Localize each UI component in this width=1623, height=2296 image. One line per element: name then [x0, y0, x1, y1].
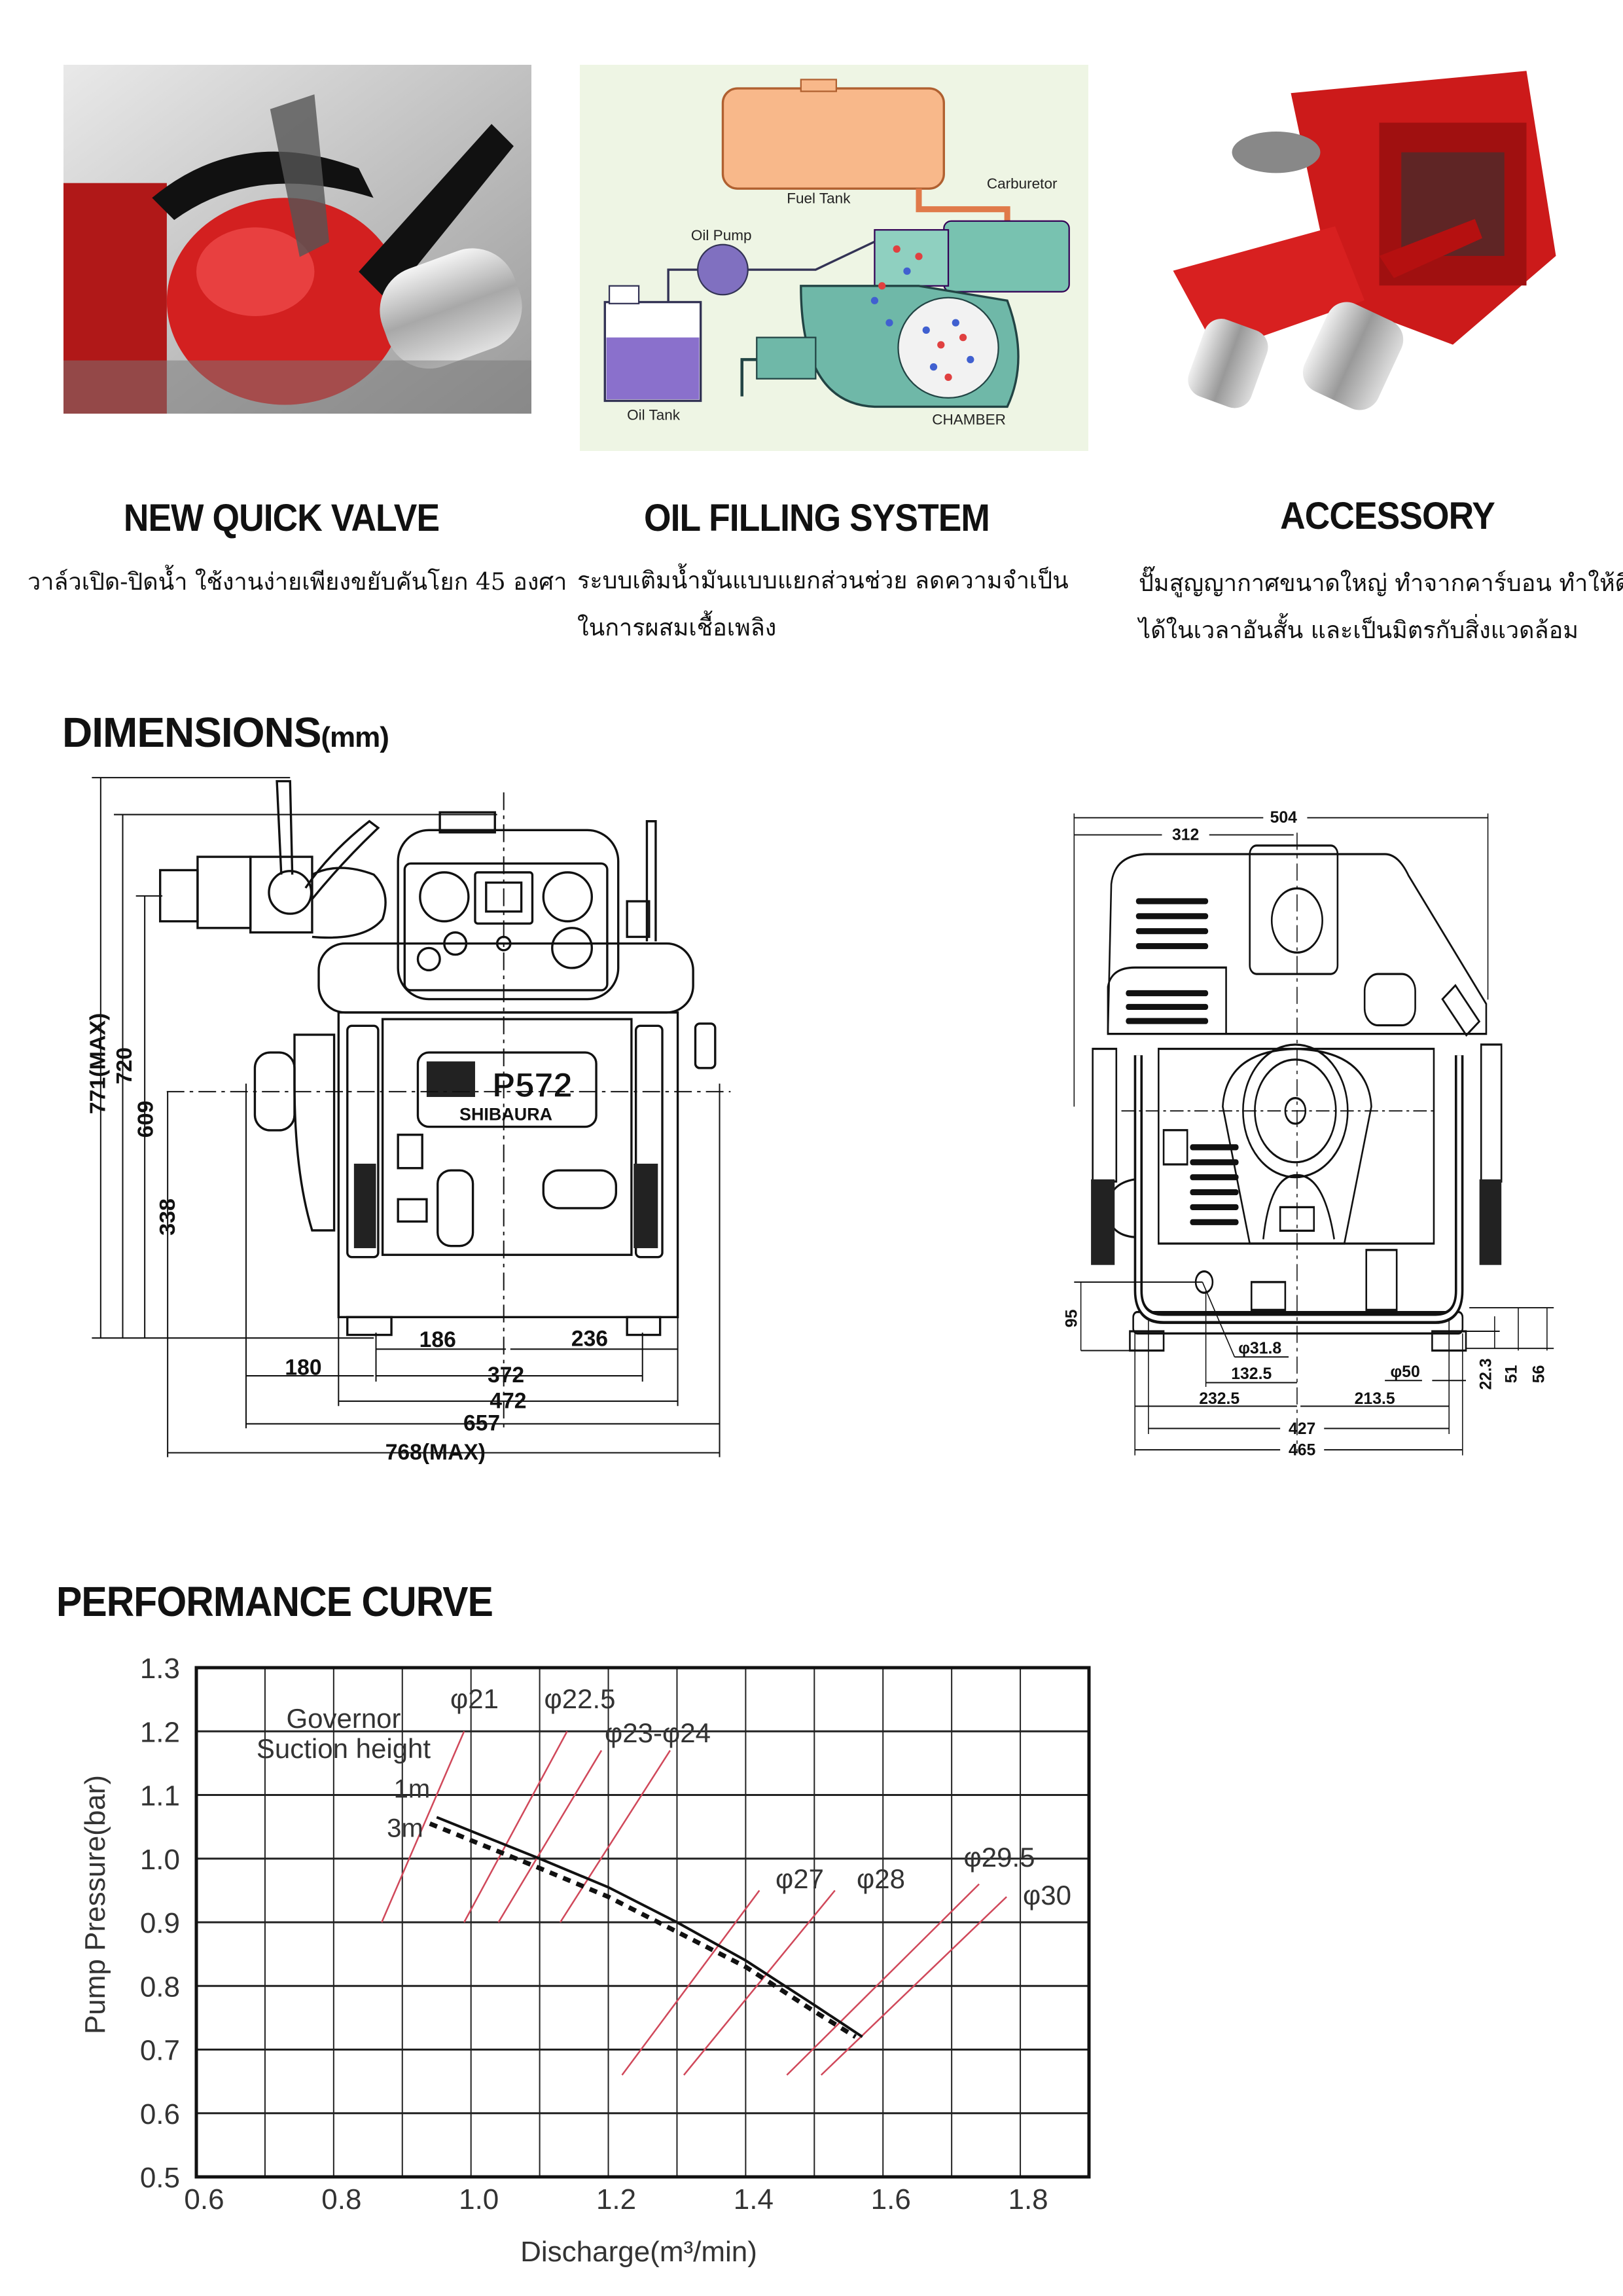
feature-desc-accessory: ปั๊มสูญญากาศขนาดใหญ่ ทำจากคาร์บอน ทำให้ด…: [1139, 560, 1623, 655]
dim-372: 372: [488, 1363, 524, 1388]
nozzle-line: [463, 1731, 568, 1923]
nozzle-line: [621, 1890, 760, 2076]
dim-232-5: 232.5: [1199, 1390, 1240, 1408]
y-tick-label: 1.0: [140, 1844, 180, 1876]
nozzle-label: φ21: [450, 1683, 499, 1714]
dim-132-5: 132.5: [1231, 1365, 1272, 1383]
suction-height-label: Suction height: [257, 1733, 431, 1764]
desc-line: ปั๊มสูญญากาศขนาดใหญ่ ทำจากคาร์บอน ทำให้ด…: [1139, 570, 1623, 597]
y-tick-label: 0.8: [140, 1971, 180, 2003]
desc-line: ระบบเติมน้ำมันแบบแยกส่วนช่วย ลดความจำเป็…: [577, 567, 1069, 594]
y-tick-label: 0.9: [140, 1907, 180, 1939]
desc-line: ในการผสมเชื้อเพลิง: [577, 615, 777, 641]
oil-filling-diagram: Fuel Tank Carburetor Oil Pump Oil Tank C…: [580, 65, 1088, 451]
fuel-tank-label: Fuel Tank: [787, 190, 851, 207]
x-tick-label: 1.4: [734, 2183, 774, 2215]
dimensions-unit: (mm): [321, 721, 389, 753]
dimensions-title: DIMENSIONS(mm): [62, 708, 389, 757]
dim-768: 768(MAX): [385, 1440, 486, 1465]
dim-180: 180: [285, 1355, 321, 1380]
y-tick-label: 0.5: [140, 2162, 180, 2194]
y-tick-label: 0.6: [140, 2098, 180, 2130]
nozzle-line: [560, 1749, 671, 1923]
dim-213-5: 213.5: [1355, 1390, 1395, 1408]
nozzle-line: [381, 1731, 465, 1923]
nozzle-line: [683, 1890, 836, 2076]
y-tick-label: 1.1: [140, 1780, 180, 1812]
feature-title-oil-filling: OIL FILLING SYSTEM: [644, 497, 990, 539]
performance-title: PERFORMANCE CURVE: [56, 1578, 493, 1625]
plot-frame: [194, 1666, 1091, 2179]
suction-label: 3m: [387, 1814, 423, 1842]
x-tick-label: 1.2: [596, 2183, 636, 2215]
nozzle-label: φ27: [776, 1863, 824, 1894]
dim-56: 56: [1531, 1365, 1548, 1384]
dim-phi-50: φ50: [1390, 1363, 1419, 1381]
accessory-photo: [1158, 63, 1571, 420]
desc-line: วาล์วเปิด-ปิดน้ำ ใช้งานง่ายเพียงขยับคันโ…: [27, 569, 567, 596]
nozzle-label: φ29.5: [964, 1842, 1035, 1873]
feature-desc-quick-valve: วาล์วเปิด-ปิดน้ำ ใช้งานง่ายเพียงขยับคันโ…: [27, 559, 567, 606]
side-view-drawing: P572 SHIBAURA 771(MAX) 720 609 338 186 2…: [86, 777, 731, 1465]
x-axis-label: Discharge(m³/min): [520, 2236, 757, 2268]
nozzle-label: φ23-φ24: [605, 1717, 711, 1748]
oil-tank-label: Oil Tank: [627, 407, 681, 423]
x-tick-label: 1.6: [871, 2183, 911, 2215]
curve-3m: [429, 1821, 857, 2039]
nozzle-label: φ22.5: [544, 1683, 616, 1714]
fuel-tank-shape: [721, 87, 945, 190]
dim-657: 657: [463, 1410, 500, 1435]
dim-338: 338: [155, 1198, 180, 1236]
dim-465: 465: [1289, 1442, 1316, 1460]
curve-1m: [436, 1816, 863, 2038]
dim-186: 186: [419, 1327, 456, 1352]
dim-720: 720: [112, 1047, 137, 1085]
y-tick-label: 1.2: [140, 1716, 180, 1748]
dim-236: 236: [571, 1326, 608, 1351]
chamber-label: CHAMBER: [932, 411, 1006, 427]
dimensions-heading: DIMENSIONS: [62, 709, 321, 756]
nozzle-label: φ28: [857, 1863, 905, 1894]
x-tick-label: 1.0: [459, 2183, 499, 2215]
nozzle-line: [497, 1749, 603, 1923]
front-view-drawing: 504 312 95 φ31.8 132.5 φ50 232.5 213.5 4…: [1063, 809, 1554, 1460]
x-tick-label: 1.8: [1008, 2183, 1048, 2215]
dim-312: 312: [1172, 826, 1199, 844]
dim-phi-31-8: φ31.8: [1238, 1340, 1281, 1357]
x-tick-label: 0.8: [321, 2183, 361, 2215]
feature-title-accessory: ACCESSORY: [1280, 495, 1495, 537]
carburetor-label: Carburetor: [987, 175, 1058, 192]
dim-427: 427: [1289, 1420, 1315, 1438]
nozzle-label: φ30: [1023, 1880, 1071, 1910]
feature-desc-oil-filling: ระบบเติมน้ำมันแบบแยกส่วนช่วย ลดความจำเป็…: [577, 558, 1069, 652]
dim-771: 771(MAX): [86, 1013, 111, 1115]
model-logo: P572: [492, 1066, 573, 1105]
dim-95: 95: [1063, 1309, 1080, 1327]
dim-472: 472: [490, 1389, 526, 1414]
oil-pump-label: Oil Pump: [691, 227, 752, 243]
nozzle-line: [820, 1896, 1007, 2076]
x-tick-label: 0.6: [184, 2183, 224, 2215]
desc-line: ได้ในเวลาอันสั้น และเป็นมิตรกับสิ่งแวดล้…: [1139, 617, 1578, 644]
y-axis-label: Pump Pressure(bar): [79, 1775, 111, 2034]
feature-title-quick-valve: NEW QUICK VALVE: [123, 497, 440, 539]
governor-label: Governor: [286, 1703, 401, 1734]
brand-logo: SHIBAURA: [459, 1104, 552, 1124]
nozzle-line: [786, 1883, 980, 2076]
suction-label: 1m: [394, 1775, 431, 1804]
dim-22-3: 22.3: [1478, 1358, 1495, 1390]
dim-51: 51: [1503, 1365, 1520, 1383]
y-tick-label: 0.7: [140, 2035, 180, 2067]
y-tick-label: 1.3: [140, 1653, 180, 1685]
dim-504: 504: [1270, 809, 1298, 827]
dim-609: 609: [133, 1101, 158, 1138]
quick-valve-photo: [63, 65, 531, 414]
